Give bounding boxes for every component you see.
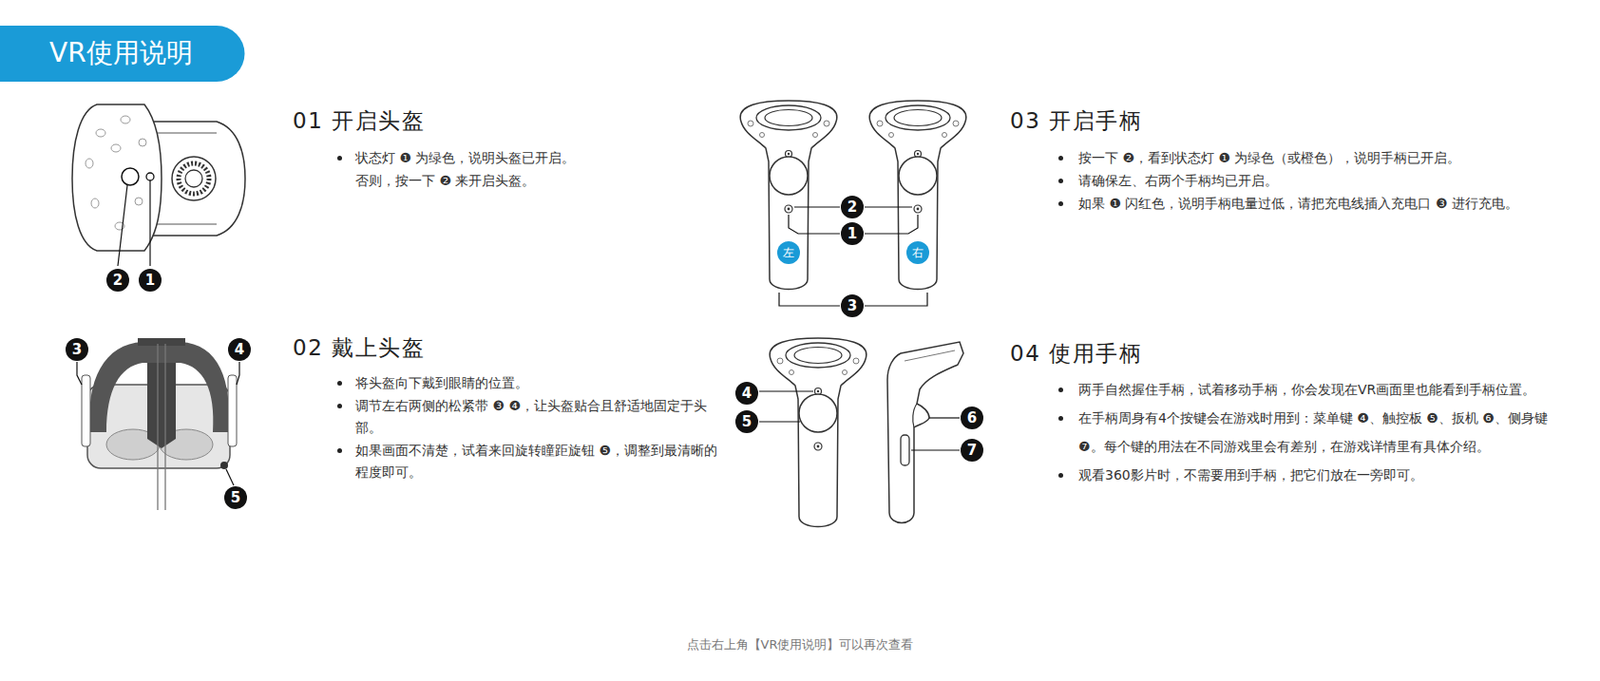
section-heading: 02 戴上头盔 [292,334,425,362]
callout-number: 4 [228,338,251,362]
callout-number: 3 [840,294,864,318]
bullet-dot [1058,416,1064,421]
bullet-text: 如果 ❶ 闪红色，说明手柄电量过低，请把充电线插入充电口 ❸ 进行充电。 [1078,191,1587,215]
bullet-text: 调节左右两侧的松紧带 ❸ ❹，让头盔贴合且舒适地固定于头部。 [355,395,722,440]
callout-number: 7 [960,438,984,462]
bullet-text: 在手柄周身有4个按键会在游戏时用到：菜单键 ❹、触控板 ❺、扳机 ❻、侧身键 ❼… [1078,403,1559,461]
callout-number: 6 [960,406,984,430]
bullet-text: 如果画面不清楚，试着来回旋转瞳距旋钮 ❺，调整到最清晰的程度即可。 [355,439,722,485]
bullet-text: 状态灯 ❶ 为绿色，说明头盔已开启。 [355,146,679,170]
bullet-dot [1058,178,1064,184]
section-heading: 03 开启手柄 [1009,107,1143,134]
bullet-dot [337,403,343,409]
bullet-text: 请确保左、右两个手柄均已开启。 [1078,169,1587,192]
bullet-dot [337,380,343,386]
bullet-text: 按一下 ❷，看到状态灯 ❶ 为绿色（或橙色），说明手柄已开启。 [1078,146,1587,170]
callout-number: 3 [65,338,89,362]
bullet-text: 观看360影片时，不需要用到手柄，把它们放在一旁即可。 [1078,460,1559,490]
bullet-dot [337,155,343,161]
section-heading: 01 开启头盔 [292,107,425,134]
bullet-dot [1058,473,1064,478]
callout-number: 5 [735,410,759,434]
callout-number: 1 [840,222,864,246]
title-text: VR使用说明 [49,37,193,70]
bullet-text: 将头盔向下戴到眼睛的位置。 [355,372,722,396]
bullet-dot [337,448,343,454]
side-marker: 右 [906,241,930,265]
note-text: 否则，按一下 ❷ 来开启头盔。 [355,169,679,192]
callout-number: 1 [138,268,162,292]
bullet-dot [1058,201,1064,207]
footer-note: 点击右上角【VR使用说明】可以再次查看 [0,636,1600,654]
side-marker: 左 [777,241,800,265]
callout-number: 2 [106,268,130,292]
callout-number: 2 [840,195,864,219]
bullet-dot [1058,155,1064,161]
section-heading: 04 使用手柄 [1009,340,1143,367]
bullet-text: 两手自然握住手柄，试着移动手柄，你会发现在VR画面里也能看到手柄位置。 [1078,375,1559,404]
callout-number: 4 [735,381,759,405]
callout-number: 5 [224,486,248,510]
bullet-dot [1058,387,1064,393]
